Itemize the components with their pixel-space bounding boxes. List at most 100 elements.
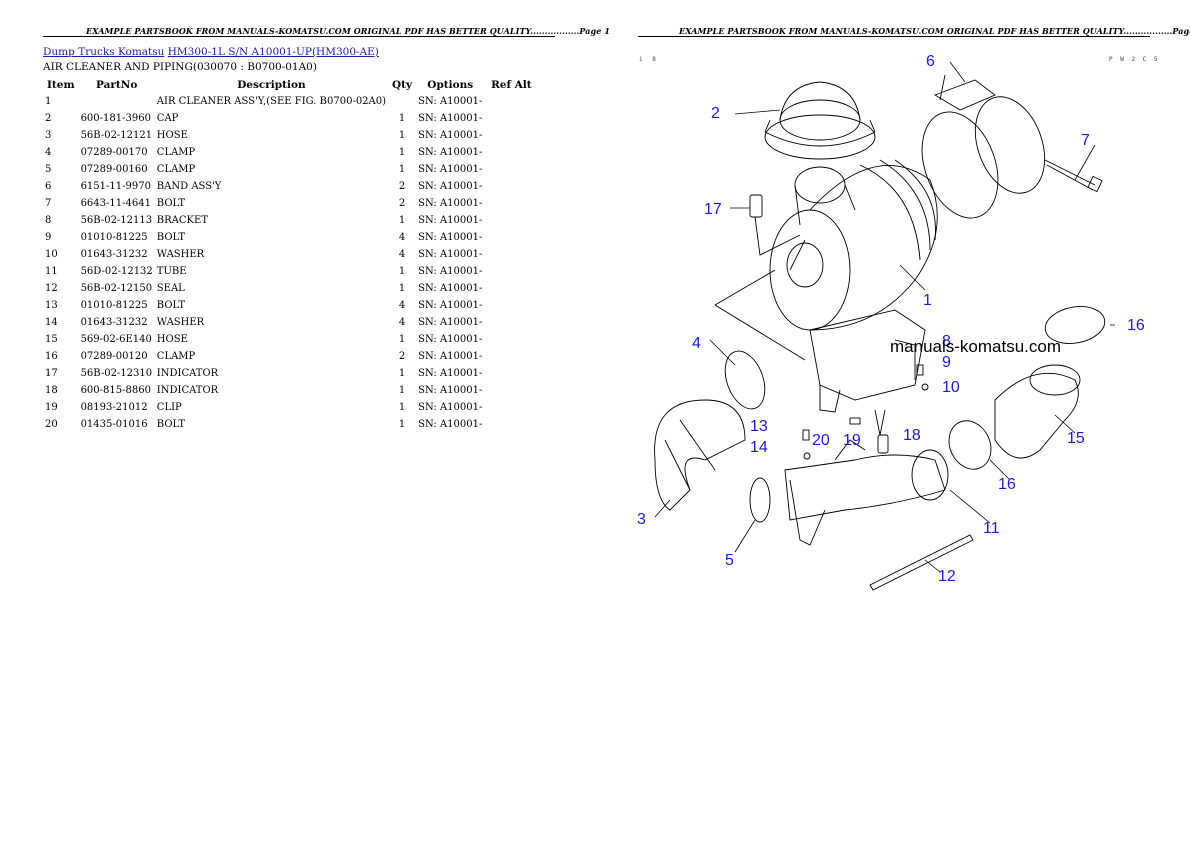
cell-options: SN: A10001- bbox=[418, 283, 483, 294]
cell-partno: 01010-81225 bbox=[80, 232, 148, 243]
cell-options: SN: A10001- bbox=[418, 385, 483, 396]
callout-13: 13 bbox=[750, 418, 768, 435]
callout-9: 9 bbox=[942, 354, 951, 371]
cell-ref-alt bbox=[484, 297, 538, 314]
cell-ref-alt bbox=[484, 246, 538, 263]
cell-item: 10 bbox=[45, 249, 58, 260]
cell-options: SN: A10001- bbox=[418, 130, 483, 141]
cell-qty: 1 bbox=[398, 419, 406, 430]
callout-3: 3 bbox=[637, 511, 646, 528]
callout-1: 1 bbox=[923, 292, 932, 309]
part-clamp-4 bbox=[724, 350, 766, 410]
corner-code-right: P W 2 C 5 bbox=[1109, 56, 1160, 63]
cell-ref-alt bbox=[484, 382, 538, 399]
cell-item: 3 bbox=[45, 130, 52, 141]
cell-ref-alt bbox=[484, 416, 538, 433]
cell-ref-alt bbox=[484, 144, 538, 161]
cell-item: 19 bbox=[45, 402, 58, 413]
cell-ref-alt bbox=[484, 178, 538, 195]
callout-2: 2 bbox=[711, 105, 720, 122]
callout-4: 4 bbox=[692, 335, 701, 352]
cell-options: SN: A10001- bbox=[418, 215, 483, 226]
cell-qty: 4 bbox=[398, 300, 406, 311]
cell-qty: 1 bbox=[398, 402, 406, 413]
part-small-hardware bbox=[802, 364, 929, 460]
cell-ref-alt bbox=[484, 229, 538, 246]
callout-18: 18 bbox=[903, 427, 921, 444]
cell-partno: 01010-81225 bbox=[80, 300, 148, 311]
cell-qty: 1 bbox=[398, 334, 406, 345]
cell-description: CLAMP bbox=[156, 164, 196, 175]
cell-options: SN: A10001- bbox=[418, 164, 483, 175]
cell-partno: 56B-02-12113 bbox=[80, 215, 153, 226]
cell-ref-alt bbox=[484, 212, 538, 229]
callout-5: 5 bbox=[725, 552, 734, 569]
part-bracket bbox=[809, 309, 926, 413]
cell-partno: 01643-31232 bbox=[80, 317, 148, 328]
callout-14: 14 bbox=[750, 439, 768, 456]
cell-options: SN: A10001- bbox=[418, 198, 483, 209]
cell-ref-alt bbox=[484, 195, 538, 212]
part-band bbox=[921, 74, 1046, 219]
col-item: Item bbox=[47, 78, 75, 91]
callout-19: 19 bbox=[843, 432, 861, 449]
cell-ref-alt bbox=[484, 280, 538, 297]
cell-partno: 07289-00160 bbox=[80, 164, 148, 175]
callout-6: 6 bbox=[926, 53, 935, 70]
cell-description: BOLT bbox=[156, 300, 186, 311]
cell-options: SN: A10001- bbox=[418, 113, 483, 124]
page-2: EXAMPLE PARTSBOOK FROM MANUALS-KOMATSU.C… bbox=[595, 0, 1190, 842]
cell-item: 5 bbox=[45, 164, 52, 175]
cell-ref-alt bbox=[484, 110, 538, 127]
cell-item: 18 bbox=[45, 385, 58, 396]
page-2-header-rule bbox=[638, 36, 1150, 37]
callout-16b: 16 bbox=[998, 476, 1016, 493]
cell-description: HOSE bbox=[156, 130, 188, 141]
part-seal bbox=[869, 534, 974, 591]
cell-partno: 6643-11-4641 bbox=[80, 198, 151, 209]
cell-ref-alt bbox=[484, 399, 538, 416]
cell-qty: 2 bbox=[398, 351, 406, 362]
cell-ref-alt bbox=[484, 93, 538, 110]
cell-description: CLAMP bbox=[156, 351, 196, 362]
cell-description: WASHER bbox=[156, 249, 205, 260]
cell-item: 16 bbox=[45, 351, 58, 362]
cell-item: 20 bbox=[45, 419, 58, 430]
breadcrumb: Dump Trucks Komatsu HM300-1L S/N A10001-… bbox=[43, 46, 379, 58]
cell-options: SN: A10001- bbox=[418, 334, 483, 345]
cell-item: 9 bbox=[45, 232, 52, 243]
cell-options: SN: A10001- bbox=[418, 96, 483, 107]
cell-ref-alt bbox=[484, 348, 538, 365]
cell-options: SN: A10001- bbox=[418, 249, 483, 260]
breadcrumb-link-dump-trucks[interactable]: Dump Trucks Komatsu bbox=[43, 46, 165, 58]
cell-partno: 600-181-3960 bbox=[80, 113, 151, 124]
part-bolt-7 bbox=[1044, 159, 1103, 193]
cell-description: HOSE bbox=[156, 334, 188, 345]
cell-qty: 2 bbox=[398, 181, 406, 192]
cell-description: INDICATOR bbox=[156, 385, 219, 396]
col-qty: Qty bbox=[392, 78, 413, 91]
cell-partno: 56B-02-12121 bbox=[80, 130, 153, 141]
part-cap bbox=[764, 81, 876, 160]
cell-qty: 1 bbox=[398, 368, 406, 379]
cell-partno: 6151-11-9970 bbox=[80, 181, 151, 192]
cell-item: 6 bbox=[45, 181, 52, 192]
callout-10: 10 bbox=[942, 379, 960, 396]
cell-options: SN: A10001- bbox=[418, 232, 483, 243]
cell-options: SN: A10001- bbox=[418, 317, 483, 328]
callout-12: 12 bbox=[938, 568, 956, 585]
breadcrumb-link-model[interactable]: HM300-1L S/N A10001-UP(HM300-AE) bbox=[167, 46, 379, 58]
corner-code-left: i 8 bbox=[639, 56, 659, 63]
part-hose-3 bbox=[654, 399, 746, 511]
section-title: AIR CLEANER AND PIPING(030070 : B0700-01… bbox=[43, 61, 317, 73]
page-1-header: EXAMPLE PARTSBOOK FROM MANUALS-KOMATSU.C… bbox=[86, 26, 610, 36]
callout-leaders bbox=[654, 61, 1115, 573]
cell-item: 12 bbox=[45, 283, 58, 294]
